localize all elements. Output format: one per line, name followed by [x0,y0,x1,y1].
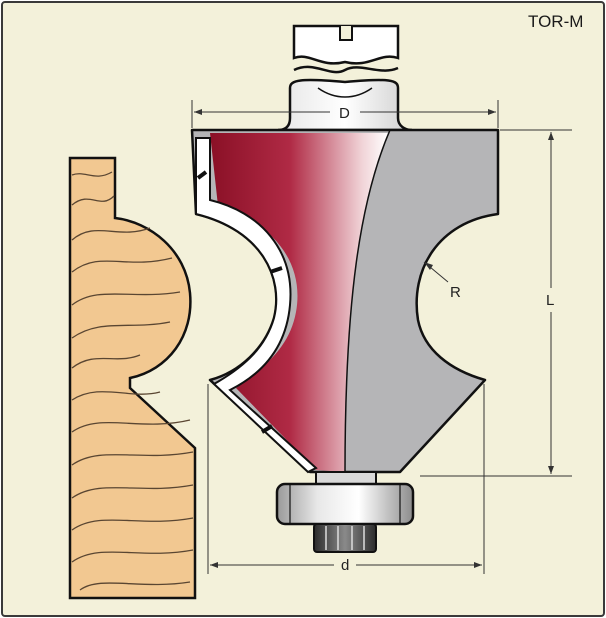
model-label: TOR-M [528,12,583,31]
wood-profile [68,156,197,600]
dimension-lines [191,100,572,574]
carbide-blade [210,133,388,472]
blade-body-divider [344,129,391,473]
label-radius: R [450,284,461,301]
shank [277,78,413,132]
wood-grain [71,171,194,591]
label-cut-diameter: d [341,557,349,574]
edge-mark-2 [269,266,283,274]
label-shank-diameter: D [339,105,350,122]
edge-mark-1 [196,170,208,180]
label-length: L [546,292,554,309]
bearing-nut [313,523,377,553]
shank-break-symbol [292,24,400,74]
edge-mark-3 [260,424,274,434]
dimension-arrows [194,109,554,568]
